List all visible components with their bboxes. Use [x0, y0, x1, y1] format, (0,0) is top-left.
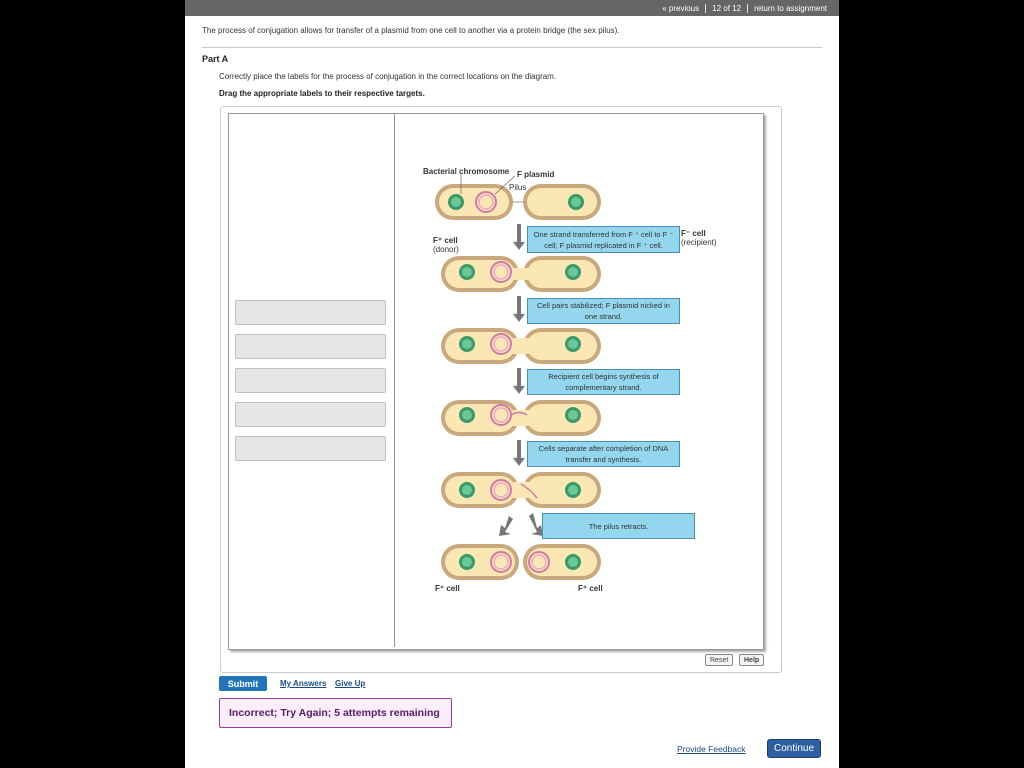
previous-link[interactable]: « previous — [662, 3, 700, 13]
submit-button[interactable]: Submit — [219, 676, 267, 691]
my-answers-link[interactable]: My Answers — [280, 679, 327, 688]
empty-label-slot[interactable] — [235, 300, 386, 325]
drag-instruction: Drag the appropriate labels to their res… — [219, 89, 425, 98]
f-minus-cell-label: F⁻ cell — [681, 229, 706, 238]
f-plus-cell-label: F⁺ cell — [433, 236, 458, 245]
step-target-4[interactable]: Cells separate after completion of DNA t… — [527, 441, 680, 467]
step-target-3[interactable]: Recipient cell begins synthesis of compl… — [527, 369, 680, 395]
help-button[interactable]: Help — [739, 654, 765, 666]
question-counter: 12 of 12 — [712, 3, 742, 13]
empty-label-slot[interactable] — [235, 436, 386, 461]
drag-drop-workspace: Bacterial chromosome F plasmid Pilus F⁺ … — [220, 106, 782, 673]
bacterial-chromosome-label: Bacterial chromosome — [423, 167, 510, 176]
f-plasmid-label: F plasmid — [517, 170, 555, 179]
reset-button[interactable]: Reset — [705, 654, 734, 666]
cells-illustration — [435, 174, 601, 580]
part-a-title: Part A — [202, 54, 229, 64]
empty-label-slot[interactable] — [235, 368, 386, 393]
intro-text: The process of conjugation allows for tr… — [202, 26, 620, 35]
step-target-2[interactable]: Cell pairs stabilized; F plasmid nicked … — [527, 298, 680, 324]
empty-label-slot[interactable] — [235, 334, 386, 359]
give-up-link[interactable]: Give Up — [335, 679, 366, 688]
empty-label-slot[interactable] — [235, 402, 386, 427]
bottom-left-f-plus-label: F⁺ cell — [435, 584, 460, 593]
step-target-5[interactable]: The pilus retracts. — [542, 513, 695, 539]
pilus-label: Pilus — [509, 183, 527, 192]
diagram-canvas: Bacterial chromosome F plasmid Pilus F⁺ … — [228, 113, 764, 650]
label-bank — [229, 114, 395, 647]
continue-button[interactable]: Continue — [767, 739, 821, 758]
step-target-1[interactable]: One strand transferred from F ⁺ cell to … — [527, 226, 680, 253]
donor-label: (donor) — [433, 245, 459, 254]
part-a-instruction: Correctly place the labels for the proce… — [219, 72, 557, 81]
return-to-assignment-link[interactable]: return to assignment — [754, 3, 827, 13]
recipient-label: (recipient) — [681, 238, 717, 247]
conjugation-diagram: Bacterial chromosome F plasmid Pilus F⁺ … — [395, 114, 763, 647]
divider — [202, 47, 822, 48]
top-nav: « previous 12 of 12 return to assignment — [185, 0, 839, 16]
bottom-right-f-plus-label: F⁺ cell — [578, 584, 603, 593]
feedback-message: Incorrect; Try Again; 5 attempts remaini… — [219, 698, 452, 728]
provide-feedback-link[interactable]: Provide Feedback — [677, 744, 746, 754]
assignment-page: « previous 12 of 12 return to assignment… — [185, 0, 839, 768]
